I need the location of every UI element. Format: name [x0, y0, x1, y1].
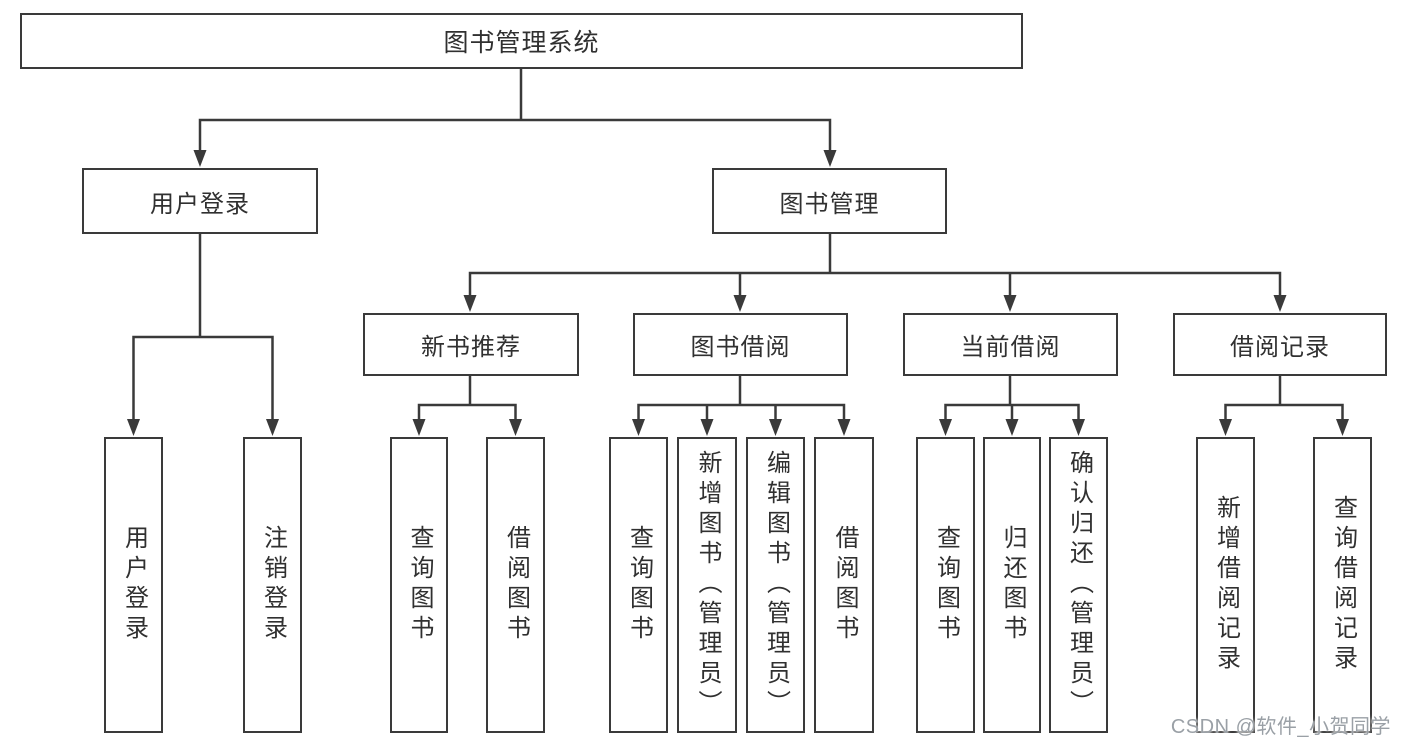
leaf-query-borrow-record: 查询借阅记录	[1313, 437, 1372, 733]
node-label: 新增图书（管理员）	[694, 450, 721, 720]
arrowhead	[463, 295, 477, 312]
node-label: 借阅图书	[502, 525, 530, 645]
node-borrow-records: 借阅记录	[1173, 313, 1387, 376]
leaf-logout: 注销登录	[243, 437, 302, 733]
arrowhead	[1336, 419, 1349, 436]
node-label: 借阅记录	[1230, 334, 1330, 361]
leaf-query-books-borrow: 查询图书	[609, 437, 668, 733]
csdn-watermark: CSDN @软件_小贺同学	[1170, 716, 1391, 738]
node-user-login: 用户登录	[82, 168, 318, 234]
connector-book-borrow-to-leaves	[637, 374, 846, 424]
connector-lines	[132, 67, 1344, 424]
arrowhead	[193, 150, 207, 167]
arrowhead	[632, 419, 645, 436]
node-label: 确认归还（管理员）	[1065, 450, 1093, 720]
connector-borrow-record-to-leaves	[1224, 374, 1344, 424]
arrowhead	[509, 419, 522, 436]
arrowhead	[1003, 295, 1017, 312]
arrowhead	[837, 419, 851, 436]
leaf-add-borrow-record: 新增借阅记录	[1196, 437, 1255, 733]
node-book-management: 图书管理	[712, 168, 947, 234]
node-book-borrow: 图书借阅	[633, 313, 848, 376]
node-label: 图书管理	[779, 190, 880, 218]
node-label: 注销登录	[259, 525, 287, 645]
arrowhead	[1273, 295, 1287, 312]
leaf-confirm-return-admin: 确认归还（管理员）	[1049, 437, 1108, 733]
node-label: 图书借阅	[690, 334, 791, 361]
arrowhead	[1219, 419, 1232, 436]
arrowheads	[127, 150, 1349, 436]
node-label: 查询图书	[625, 525, 653, 645]
arrowhead	[700, 419, 714, 436]
node-label: 用户登录	[150, 190, 250, 218]
node-current-borrow: 当前借阅	[903, 313, 1118, 376]
node-label: 查询图书	[406, 525, 433, 645]
node-new-book-recommend: 新书推荐	[363, 313, 579, 376]
leaf-borrow-books: 借阅图书	[814, 437, 874, 733]
node-label: 新增借阅记录	[1212, 495, 1240, 675]
leaf-return-books: 归还图书	[983, 437, 1041, 733]
leaf-add-books-admin: 新增图书（管理员）	[677, 437, 737, 733]
connector-root-to-level2	[198, 67, 832, 155]
leaf-query-books-new: 查询图书	[390, 437, 448, 733]
node-label: 借阅图书	[831, 525, 858, 645]
arrowhead	[939, 419, 952, 436]
arrowhead	[769, 419, 782, 436]
arrowhead	[733, 295, 747, 312]
arrowhead	[412, 419, 426, 436]
node-label: 归还图书	[999, 525, 1026, 645]
arrowhead	[127, 419, 140, 436]
connector-book-management-to-level3	[468, 232, 1282, 300]
node-label: 编辑图书（管理员）	[762, 450, 790, 720]
node-label: 图书管理系统	[443, 29, 600, 57]
leaf-query-books-current: 查询图书	[916, 437, 975, 733]
connector-current-borrow-to-leaves	[944, 374, 1080, 424]
node-book-management-system: 图书管理系统	[20, 13, 1023, 69]
node-label: 新书推荐	[421, 334, 521, 361]
node-label: 当前借阅	[960, 334, 1061, 361]
leaf-edit-books-admin: 编辑图书（管理员）	[746, 437, 805, 733]
arrowhead	[823, 150, 837, 167]
arrowhead	[1072, 419, 1085, 436]
node-label: 查询借阅记录	[1329, 495, 1357, 675]
node-label: 查询图书	[932, 525, 960, 645]
arrowhead	[1005, 419, 1019, 436]
arrowhead	[266, 419, 279, 436]
leaf-borrow-books-new: 借阅图书	[486, 437, 545, 733]
node-label: 用户登录	[120, 525, 148, 645]
connector-new-book-to-leaves	[417, 374, 517, 424]
connector-user-login-to-leaves	[132, 232, 274, 424]
leaf-user-login: 用户登录	[104, 437, 163, 733]
